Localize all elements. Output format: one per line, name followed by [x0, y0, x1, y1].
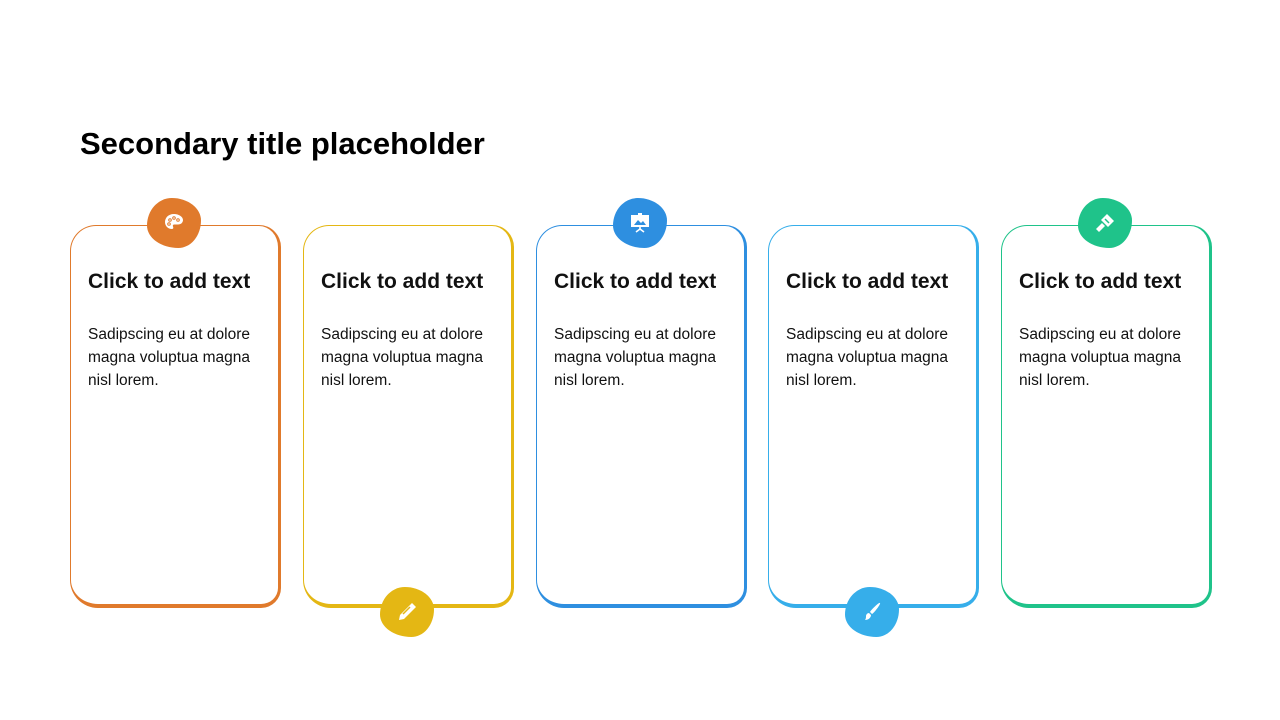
card-heading[interactable]: Click to add text	[786, 270, 949, 293]
card-heading[interactable]: Click to add text	[321, 270, 484, 293]
card-heading[interactable]: Click to add text	[554, 270, 717, 293]
card-body[interactable]: Sadipscing eu at dolore magna voluptua m…	[1019, 326, 1182, 389]
slide-title[interactable]: Secondary title placeholder	[80, 126, 485, 161]
paintbrush-icon	[845, 587, 899, 637]
card-body[interactable]: Sadipscing eu at dolore magna voluptua m…	[321, 326, 484, 389]
card-heading[interactable]: Click to add text	[1019, 270, 1182, 293]
card-body[interactable]: Sadipscing eu at dolore magna voluptua m…	[88, 326, 251, 389]
card-body[interactable]: Sadipscing eu at dolore magna voluptua m…	[786, 326, 949, 389]
card-heading[interactable]: Click to add text	[88, 270, 251, 293]
palette-icon	[147, 198, 201, 248]
pencil-icon	[380, 587, 434, 637]
presentation-easel-icon	[613, 198, 667, 248]
card-body[interactable]: Sadipscing eu at dolore magna voluptua m…	[554, 326, 717, 389]
paint-roller-icon	[1078, 198, 1132, 248]
